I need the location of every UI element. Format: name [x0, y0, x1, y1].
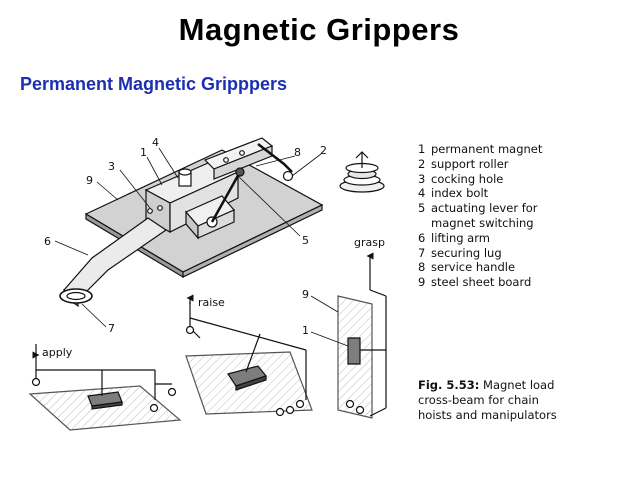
callout-2: 2 [320, 144, 327, 157]
figure-number: Fig. 5.53: [418, 378, 480, 392]
raise-diagram [185, 294, 313, 417]
caption-line-1: Magnet load [479, 378, 555, 392]
callout-8: 8 [294, 146, 301, 159]
service-handle [257, 143, 293, 173]
apply-diagram [28, 344, 182, 431]
support-roller [339, 151, 385, 193]
apply-label: apply [42, 346, 73, 359]
callout-9-grasp: 9 [302, 288, 309, 301]
figure-caption: Fig. 5.53: Magnet load cross-beam for ch… [418, 378, 557, 423]
callout-3: 3 [108, 160, 115, 173]
legend-item: magnet switching [431, 215, 534, 230]
main-gripper [54, 137, 385, 328]
grasp-diagram [310, 252, 387, 419]
callout-4: 4 [152, 136, 159, 149]
caption-line-2: cross-beam for chain [418, 393, 539, 407]
slide-title: Magnetic Grippers [178, 12, 460, 47]
slide-subtitle: Permanent Magnetic Gripppers [20, 74, 288, 94]
grasp-label: grasp [354, 236, 385, 249]
raise-label: raise [198, 296, 225, 309]
caption-line-3: hoists and manipulators [418, 408, 557, 422]
callout-7: 7 [108, 322, 115, 335]
callout-1-grasp: 1 [302, 324, 309, 337]
actuating-lever [210, 171, 242, 223]
callout-1: 1 [140, 146, 147, 159]
callout-5: 5 [302, 234, 309, 247]
callout-9: 9 [86, 174, 93, 187]
callout-6: 6 [44, 235, 51, 248]
